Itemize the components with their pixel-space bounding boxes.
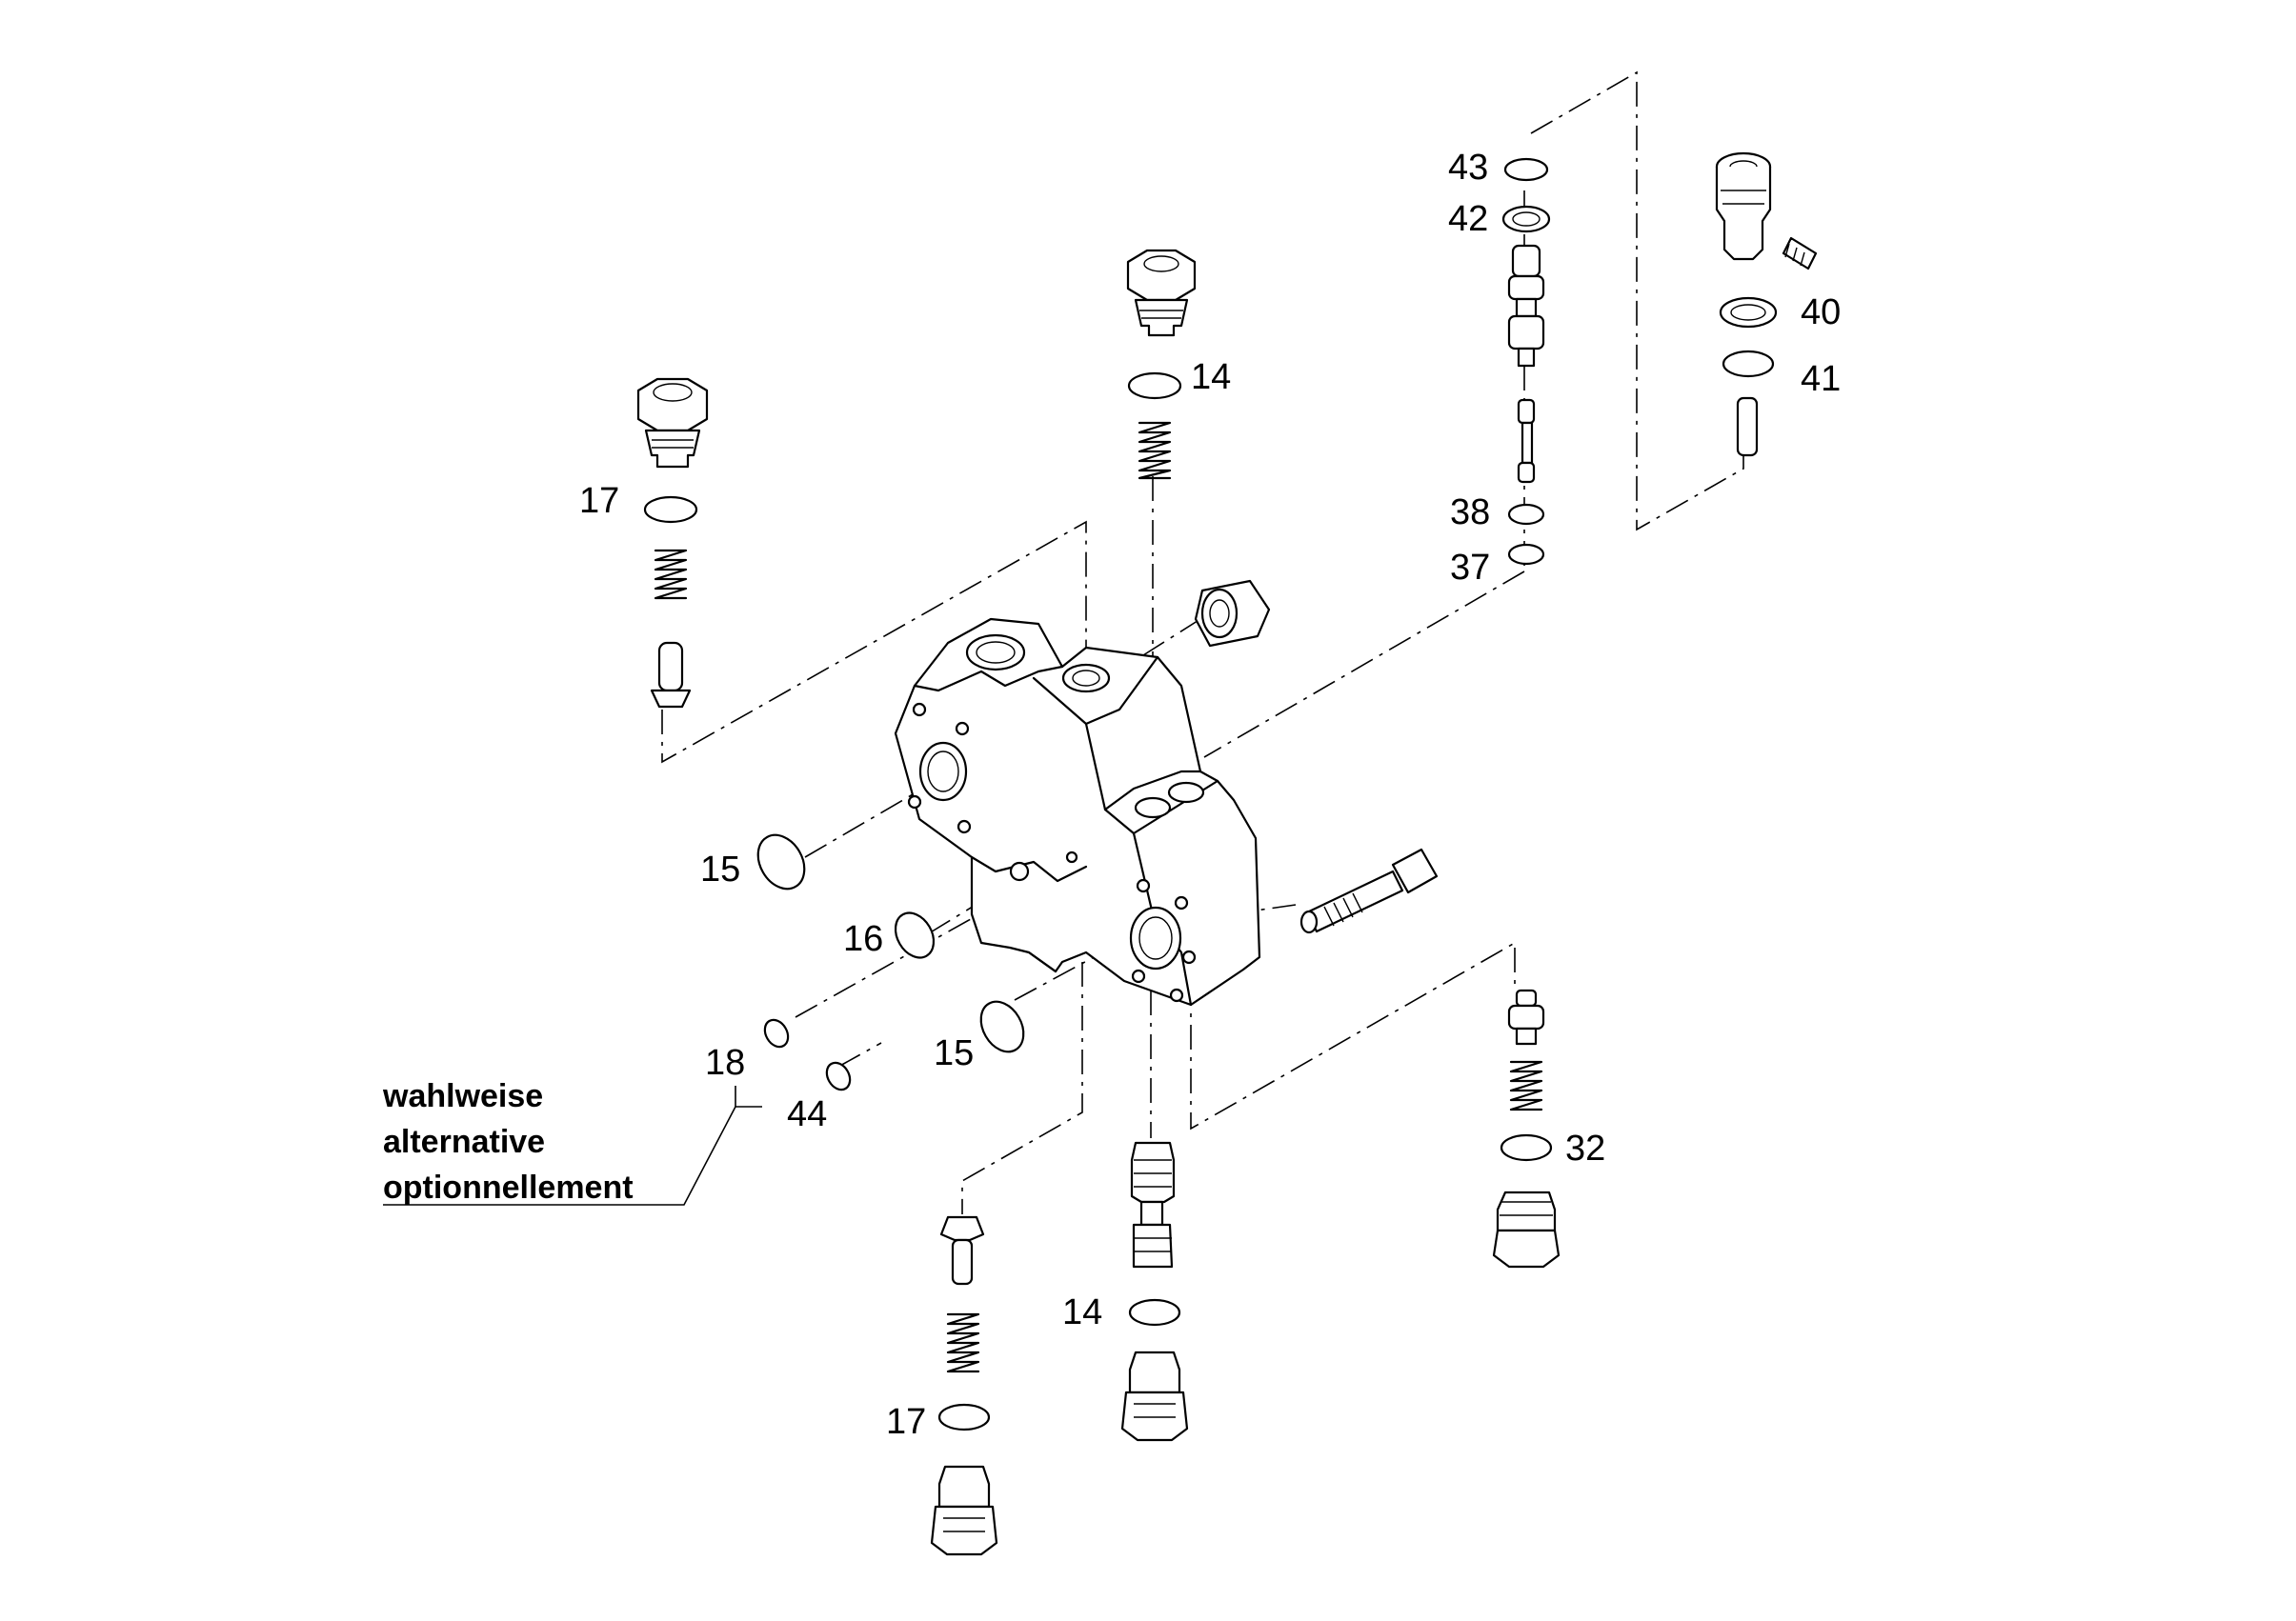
plug-top [1194, 579, 1271, 648]
note-line-3: optionnellement [383, 1170, 634, 1206]
callout-15-lower: 15 [934, 1033, 974, 1073]
callout-labels: 43 42 40 41 38 37 14 17 15 16 15 18 44 3… [579, 148, 1841, 1442]
callout-15-left: 15 [700, 850, 740, 890]
callout-14-top: 14 [1191, 357, 1231, 397]
cartridge-far-right [1715, 151, 1818, 457]
assembly-lines [661, 70, 1744, 1214]
callout-38: 38 [1450, 492, 1490, 532]
valve-stack-lower-right [1492, 989, 1561, 1269]
callout-16: 16 [843, 919, 883, 959]
valve-stack-top-right [1501, 157, 1551, 566]
valve-stack-lower-left [930, 1215, 998, 1556]
alternative-note: wahlweise alternative optionnellement [382, 1078, 634, 1206]
callout-44: 44 [787, 1094, 827, 1134]
valve-stack-top-center [1126, 249, 1197, 480]
callout-17-bottom: 17 [886, 1402, 926, 1442]
note-line-2: alternative [383, 1124, 545, 1160]
leader-lines [383, 1086, 762, 1206]
callout-43: 43 [1448, 148, 1488, 188]
callout-42: 42 [1448, 199, 1488, 239]
note-line-1: wahlweise [382, 1078, 543, 1114]
callout-40: 40 [1801, 292, 1841, 332]
o-rings-block [756, 833, 1025, 1091]
valve-block [894, 617, 1261, 1007]
callout-14-bottom: 14 [1062, 1292, 1102, 1332]
callout-37: 37 [1450, 548, 1490, 588]
valve-stack-top-left [636, 377, 709, 709]
bolt [1299, 848, 1439, 934]
callout-41: 41 [1801, 359, 1841, 399]
callout-18: 18 [705, 1043, 745, 1083]
callout-17-top: 17 [579, 481, 619, 521]
valve-stack-lower-center [1120, 1141, 1189, 1442]
callout-32: 32 [1565, 1129, 1605, 1169]
